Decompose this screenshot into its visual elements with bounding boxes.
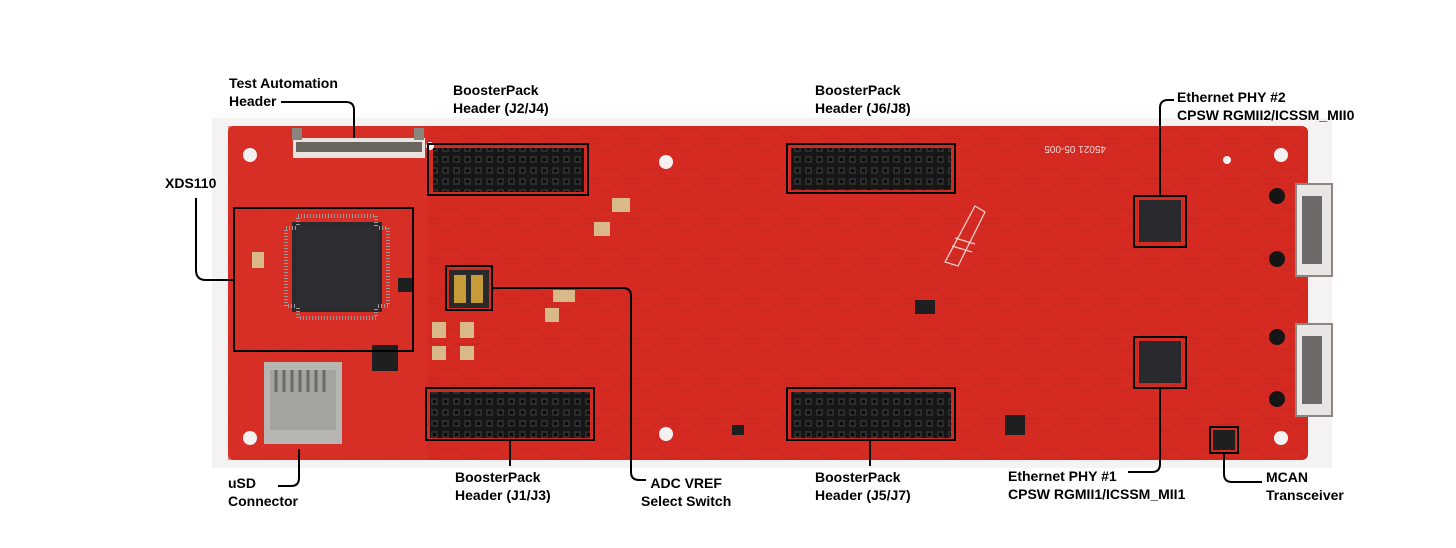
silkscreen-id: 45021 05-005 [1044,143,1106,154]
mcan-transceiver-chip [1213,430,1235,450]
leader-ethernet-phy-1 [1128,388,1161,473]
label-boosterpack-j5-j7: BoosterPack Header (J5/J7) [815,468,911,504]
pcb-trace-area [228,126,1308,460]
test-automation-connector-slot [296,142,422,152]
callout-box-boosterpack-j2-j4 [427,143,589,196]
capacitor [594,222,610,236]
header-j5-j7 [791,392,951,438]
ethernet-jack-top-opening [1302,196,1322,264]
label-mcan-transceiver: MCAN Transceiver [1266,468,1344,504]
mounting-hole [1274,148,1288,162]
capacitor [252,252,264,268]
capacitor [460,346,474,360]
xds110-chip-die [296,226,378,308]
label-mcan-line1: MCAN [1266,469,1308,485]
leader-usd [278,449,300,487]
test-automation-connector-pin [292,128,302,140]
usd-contacts [274,370,326,392]
label-test-automation-line1: Test Automation [229,75,338,91]
label-adc-vref-line2: Select Switch [641,493,732,509]
mounting-hole [1223,156,1231,164]
capacitor [612,198,630,212]
small-chip [1005,415,1025,435]
jack-led [1269,329,1285,345]
label-boosterpack-j1-j3-line1: BoosterPack [455,469,541,485]
capacitor [553,290,575,302]
adc-vref-switch-toggle [454,275,466,303]
capacitor [460,322,474,338]
small-chip [732,425,744,435]
callout-box-boosterpack-j6-j8 [786,143,956,194]
label-ethernet-phy-1: Ethernet PHY #1 CPSW RGMII1/ICSSM_MII1 [1008,467,1185,503]
jack-led [1269,391,1285,407]
label-mcan-line2: Transceiver [1266,487,1344,503]
header-j6-j8 [791,148,951,190]
label-boosterpack-j2-j4: BoosterPack Header (J2/J4) [453,81,549,117]
small-chip [398,278,412,292]
adc-vref-switch-toggle [471,275,483,303]
label-test-automation-header: Test Automation Header [229,74,338,110]
label-usd-line2: Connector [228,493,298,509]
ethernet-phy-1-chip [1139,341,1181,383]
label-boosterpack-j6-j8-line1: BoosterPack [815,82,901,98]
leader-lines [195,99,1262,487]
header-j1-j3 [430,392,590,438]
mounting-hole [243,431,257,445]
ethernet-phy-2-chip [1139,200,1181,242]
label-boosterpack-j5-j7-line1: BoosterPack [815,469,901,485]
leader-test-automation [281,101,355,138]
leader-ethernet-phy-2 [1159,99,1174,196]
label-ethernet-phy-2-line2: CPSW RGMII2/ICSSM_MII0 [1177,107,1355,123]
regulator-chip [372,345,398,371]
label-xds110: XDS110 [165,174,216,192]
ti-logo-silkscreen [944,205,986,267]
ethernet-jack-bottom-opening [1302,336,1322,404]
jack-led [1269,188,1285,204]
label-ethernet-phy-2: Ethernet PHY #2 CPSW RGMII2/ICSSM_MII0 [1177,88,1354,124]
label-boosterpack-j2-j4-line1: BoosterPack [453,82,539,98]
test-automation-connector-pin [414,128,424,140]
label-boosterpack-j1-j3-line2: Header (J1/J3) [455,487,551,503]
label-usd-line1: uSD [228,475,256,491]
small-chip [915,300,935,314]
label-boosterpack-j1-j3: BoosterPack Header (J1/J3) [455,468,551,504]
label-boosterpack-j5-j7-line2: Header (J5/J7) [815,487,911,503]
capacitor [545,308,559,322]
label-boosterpack-j6-j8: BoosterPack Header (J6/J8) [815,81,911,117]
capacitor [432,346,446,360]
label-boosterpack-j6-j8-line2: Header (J6/J8) [815,100,911,116]
jack-led [1269,251,1285,267]
leader-xds110 [195,198,234,281]
label-boosterpack-j2-j4-line2: Header (J2/J4) [453,100,549,116]
mounting-hole [243,148,257,162]
leader-mcan [1223,453,1262,483]
label-adc-vref-line1: ADC VREF [650,475,722,491]
label-ethernet-phy-2-line1: Ethernet PHY #2 [1177,89,1286,105]
mounting-hole [659,427,673,441]
leader-adc-vref [492,287,646,481]
header-j2-j4 [433,148,584,192]
label-ethernet-phy-1-line1: Ethernet PHY #1 [1008,468,1117,484]
mounting-hole [1274,431,1288,445]
label-ethernet-phy-1-line2: CPSW RGMII1/ICSSM_MII1 [1008,486,1186,502]
label-adc-vref-switch: ADC VREF Select Switch [641,474,731,510]
mounting-hole [659,155,673,169]
label-usd-connector: uSD Connector [228,474,298,510]
pcb: 45021 05-005 [212,118,1333,468]
usd-socket-inner [270,370,336,430]
label-xds110-line1: XDS110 [165,175,217,191]
label-test-automation-line2: Header [229,93,277,109]
capacitor [432,322,446,338]
